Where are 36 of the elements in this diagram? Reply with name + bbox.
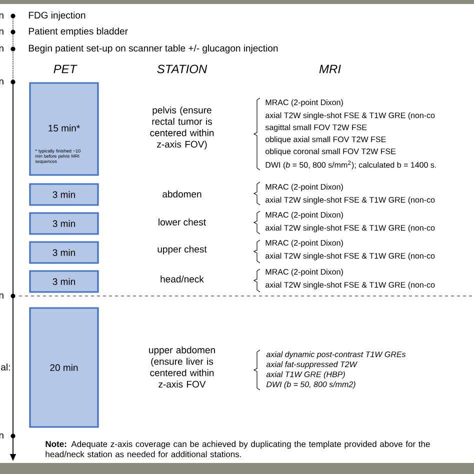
label-text: MRAC (2-point Dixon) — [266, 99, 343, 107]
label-text: al: — [1, 364, 10, 370]
sequence-text: axial T1W GRE (HBP) — [266, 371, 345, 379]
label-text: Begin patient set-up on scanner table +/- glucagon injection — [28, 44, 278, 54]
station-label: pelvis (ensure rectal tumor is centered within z-axis FOV) — [150, 106, 214, 150]
label-text: axial T2W single-shot FSE & T1W GRE (non-co — [266, 112, 435, 120]
label-text: upper chest — [158, 246, 207, 254]
sequence-text: axial fat-suppressed T2W — [266, 361, 358, 369]
pet-box: 3 min — [29, 183, 99, 206]
pet-box: 3 min — [29, 241, 99, 264]
label-text: axial T2W single-shot FSE & T1W GRE (non-co — [266, 252, 435, 260]
label-text: Patient empties bladder — [28, 28, 128, 36]
column-heading: STATION — [157, 64, 208, 74]
sequence-text: DWI (b = 50, 800 s/mm2) — [266, 381, 356, 389]
label-text: oblique axial small FOV T2W FSE — [266, 136, 386, 144]
label-text: FDG injection — [28, 12, 86, 20]
pet-box: 3 min — [29, 270, 99, 293]
station-label: upper abdomen (ensure liver is centered within z-axis FOV — [149, 346, 215, 388]
pet-box: 20 min — [29, 307, 99, 428]
label-text: abdomen — [162, 190, 202, 198]
note-text: Note: Adequate z-axis coverage can be achieved by duplicating the template provided above for the head/neck station as needed for additional stations. — [46, 440, 430, 458]
sequence-text: axial dynamic post-contrast T1W GREs — [266, 351, 406, 359]
label-text: sagittal small FOV T2W FSE — [265, 124, 367, 132]
label-text: axial T2W single-shot FSE & T1W GRE (non-co — [266, 224, 435, 232]
label-text: oblique coronal small FOV T2W FSE — [266, 148, 396, 156]
pet-box: 3 min — [29, 212, 99, 235]
label-text: DWI (b = 50, 800 s/mm$^{2}$); calculated b = 1400 s. — [266, 160, 436, 170]
label-text: axial T2W single-shot FSE & T1W GRE (non-co — [266, 196, 435, 204]
label-text: MRAC (2-point Dixon) — [266, 240, 343, 248]
label-text: MRAC (2-point Dixon) — [266, 212, 343, 220]
column-heading: MRI — [319, 64, 341, 74]
label-text: axial T2W single-shot FSE & T1W GRE (non-co — [266, 282, 435, 290]
label-text: MRAC (2-point Dixon) — [266, 184, 343, 192]
label-text: lower chest — [158, 218, 206, 226]
label-text: MRAC (2-point Dixon) — [266, 268, 343, 276]
label-text: head/neck — [160, 276, 204, 282]
